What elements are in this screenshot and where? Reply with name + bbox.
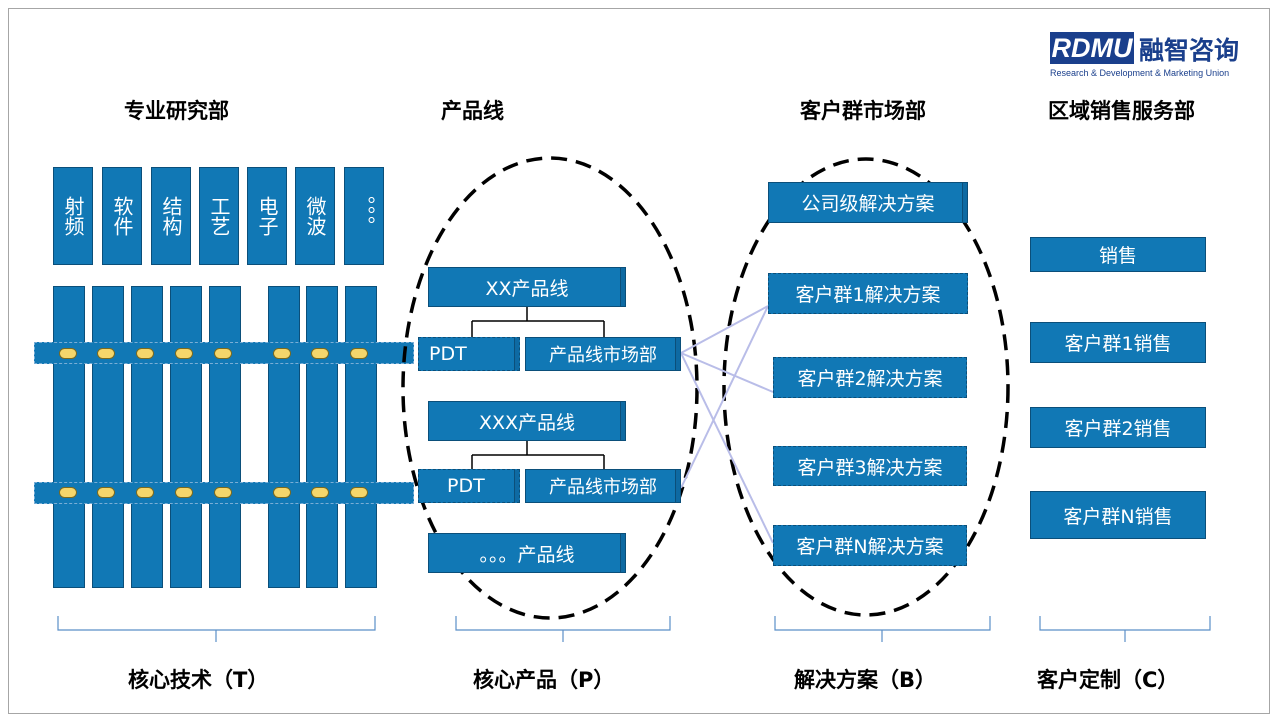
footer-custom: 客户定制（C） [1037,668,1179,692]
product-line-more: 。。。产品线 [428,533,626,573]
sales-group-n: 客户群N销售 [1030,491,1206,539]
pdt-box-1: PDT [418,337,520,371]
research-column [268,286,300,588]
product-line-more-title: 。。。产品线 [479,543,575,566]
research-column [209,286,241,588]
research-unit-label: 结构 [159,196,183,236]
logo-chinese-name: 融智咨询 [1139,36,1240,65]
market-ellipse [722,157,1010,617]
product-line-market-2: 产品线市场部 [525,469,681,503]
research-unit: 射频 [53,167,93,265]
connector-pill [311,348,329,359]
product-line-market-label: 产品线市场部 [549,477,657,498]
research-unit: 结构 [151,167,191,265]
product-line-2: XXX产品线 [428,401,626,441]
solution-label: 客户群N解决方案 [796,536,944,558]
sales-group-1: 客户群1销售 [1030,322,1206,363]
research-column [131,286,163,588]
heading-regional-sales: 区域销售服务部 [1048,99,1195,123]
solution-group-2: 客户群2解决方案 [773,357,967,398]
heading-product-line: 产品线 [441,99,504,123]
footer-product: 核心产品（P） [473,668,615,692]
solution-label: 公司级解决方案 [801,193,935,215]
solution-label: 客户群2解决方案 [797,368,943,390]
connector-pill [136,487,154,498]
product-line-market-label: 产品线市场部 [549,345,657,366]
connector-pill [214,487,232,498]
connector-pill [214,348,232,359]
research-unit-label: 微波 [303,196,327,236]
solution-label: 客户群3解决方案 [797,456,943,479]
connector-pill [136,348,154,359]
connector-pill [273,348,291,359]
sales-group-2: 客户群2销售 [1030,407,1206,448]
solution-group-3: 客户群3解决方案 [773,446,967,486]
solution-label: 客户群1解决方案 [795,284,941,306]
research-column [345,286,377,588]
slide-frame [8,8,1270,714]
connector-pill [311,487,329,498]
research-unit: 工艺 [199,167,239,265]
footer-solution: 解决方案（B） [794,668,937,692]
research-unit-label: 电子 [255,196,279,236]
research-unit-label: 。。。 [352,196,376,236]
research-unit-label: 射频 [61,196,85,236]
research-column [53,286,85,588]
product-line-market-1: 产品线市场部 [525,337,681,371]
connector-pill [350,348,368,359]
product-line-1-title: XX产品线 [485,277,569,300]
pdt-box-2: PDT [418,469,520,503]
connector-pill [97,348,115,359]
sales-label: 客户群N销售 [1063,505,1173,528]
heading-research: 专业研究部 [124,99,229,123]
connector-pill [273,487,291,498]
connector-pill [59,348,77,359]
research-column [170,286,202,588]
product-line-1: XX产品线 [428,267,626,307]
logo-full-name: Research & Development & Marketing Union [1050,68,1230,78]
sales-label: 客户群1销售 [1064,333,1172,355]
research-unit: 电子 [247,167,287,265]
sales-label: 客户群2销售 [1064,418,1172,440]
pdt-label: PDT [447,475,485,497]
research-unit-label: 软件 [110,196,134,236]
research-unit: 微波 [295,167,335,265]
logo-abbr: RDMU [1050,32,1134,64]
product-line-2-title: XXX产品线 [478,411,576,434]
heading-market: 客户群市场部 [800,99,926,123]
connector-pill [175,487,193,498]
sales-label: 销售 [1098,245,1137,267]
pdt-label: PDT [429,343,467,365]
research-unit: 。。。 [344,167,384,265]
sales-general: 销售 [1030,237,1206,272]
research-column [92,286,124,588]
research-unit: 软件 [102,167,142,265]
research-unit-label: 工艺 [207,196,231,236]
connector-pill [175,348,193,359]
solution-group-n: 客户群N解决方案 [773,525,967,566]
footer-tech: 核心技术（T） [128,668,269,692]
solution-group-1: 客户群1解决方案 [768,273,968,314]
connector-pill [59,487,77,498]
research-column [306,286,338,588]
connector-pill [350,487,368,498]
solution-company: 公司级解决方案 [768,182,968,223]
connector-pill [97,487,115,498]
